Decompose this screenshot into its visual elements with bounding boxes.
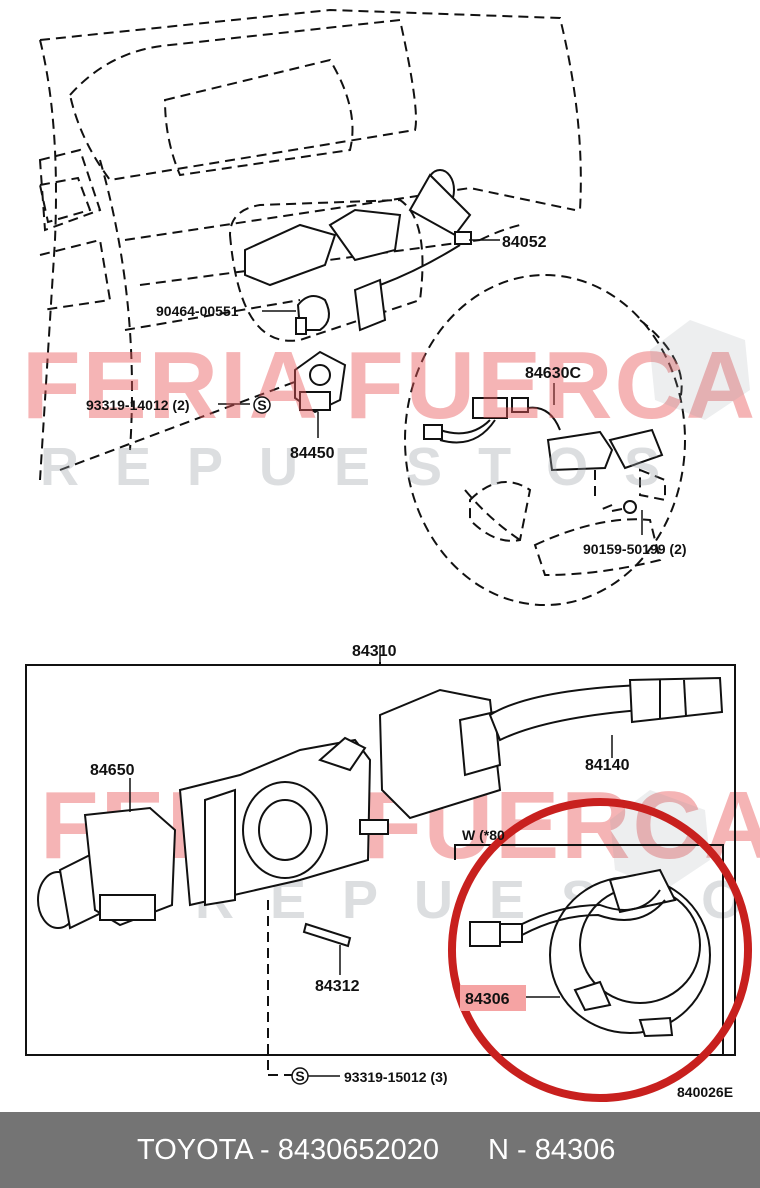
label-84052: 84052 bbox=[502, 234, 547, 251]
label-93319-14012: 93319-14012 (2) bbox=[86, 397, 190, 413]
label-84450: 84450 bbox=[290, 445, 335, 462]
label-93319-15012: 93319-15012 (3) bbox=[344, 1069, 448, 1085]
s-mark-bottom: S bbox=[291, 1067, 340, 1085]
label-84306: 84306 bbox=[465, 991, 510, 1008]
parts-diagram: FERIA FUERCA REPUESTOS FERIA FUERCA REPU… bbox=[22, 8, 760, 1102]
label-w-note: W (*80 bbox=[462, 827, 505, 843]
watermark-sub-top: REPUESTOS bbox=[40, 437, 696, 497]
label-90464-00551: 90464-00551 bbox=[156, 303, 239, 319]
watermark-brand-top: FERIA FUERCA bbox=[22, 332, 757, 439]
steering-wheel bbox=[404, 274, 686, 606]
label-90159-50199: 90159-50199 (2) bbox=[583, 541, 687, 557]
label-84310: 84310 bbox=[352, 643, 397, 660]
top-leaders bbox=[218, 239, 643, 535]
part-info-footer: TOYOTA - 8430652020 N - 84306 bbox=[0, 1112, 760, 1188]
part-info-text: TOYOTA - 8430652020 bbox=[137, 1133, 440, 1166]
dashboard-outline bbox=[38, 8, 582, 481]
combination-switch-parts bbox=[37, 676, 724, 1076]
label-84650: 84650 bbox=[90, 762, 135, 779]
steering-column-parts bbox=[244, 169, 472, 414]
part-number-text: N - 84306 bbox=[488, 1133, 616, 1166]
svg-text:S: S bbox=[257, 397, 266, 413]
label-84312: 84312 bbox=[315, 978, 360, 995]
label-84140: 84140 bbox=[585, 757, 630, 774]
svg-text:S: S bbox=[295, 1068, 304, 1084]
highlight-84306 bbox=[448, 798, 752, 1102]
spiral-cable-84306 bbox=[469, 868, 711, 1038]
s-mark-top: S bbox=[253, 396, 271, 414]
nut-logo-icon bbox=[610, 320, 750, 890]
label-84630c: 84630C bbox=[525, 365, 581, 382]
assembly-box bbox=[25, 645, 736, 1056]
drawing-code: 840026E bbox=[677, 1084, 733, 1100]
bottom-leaders bbox=[129, 735, 613, 975]
